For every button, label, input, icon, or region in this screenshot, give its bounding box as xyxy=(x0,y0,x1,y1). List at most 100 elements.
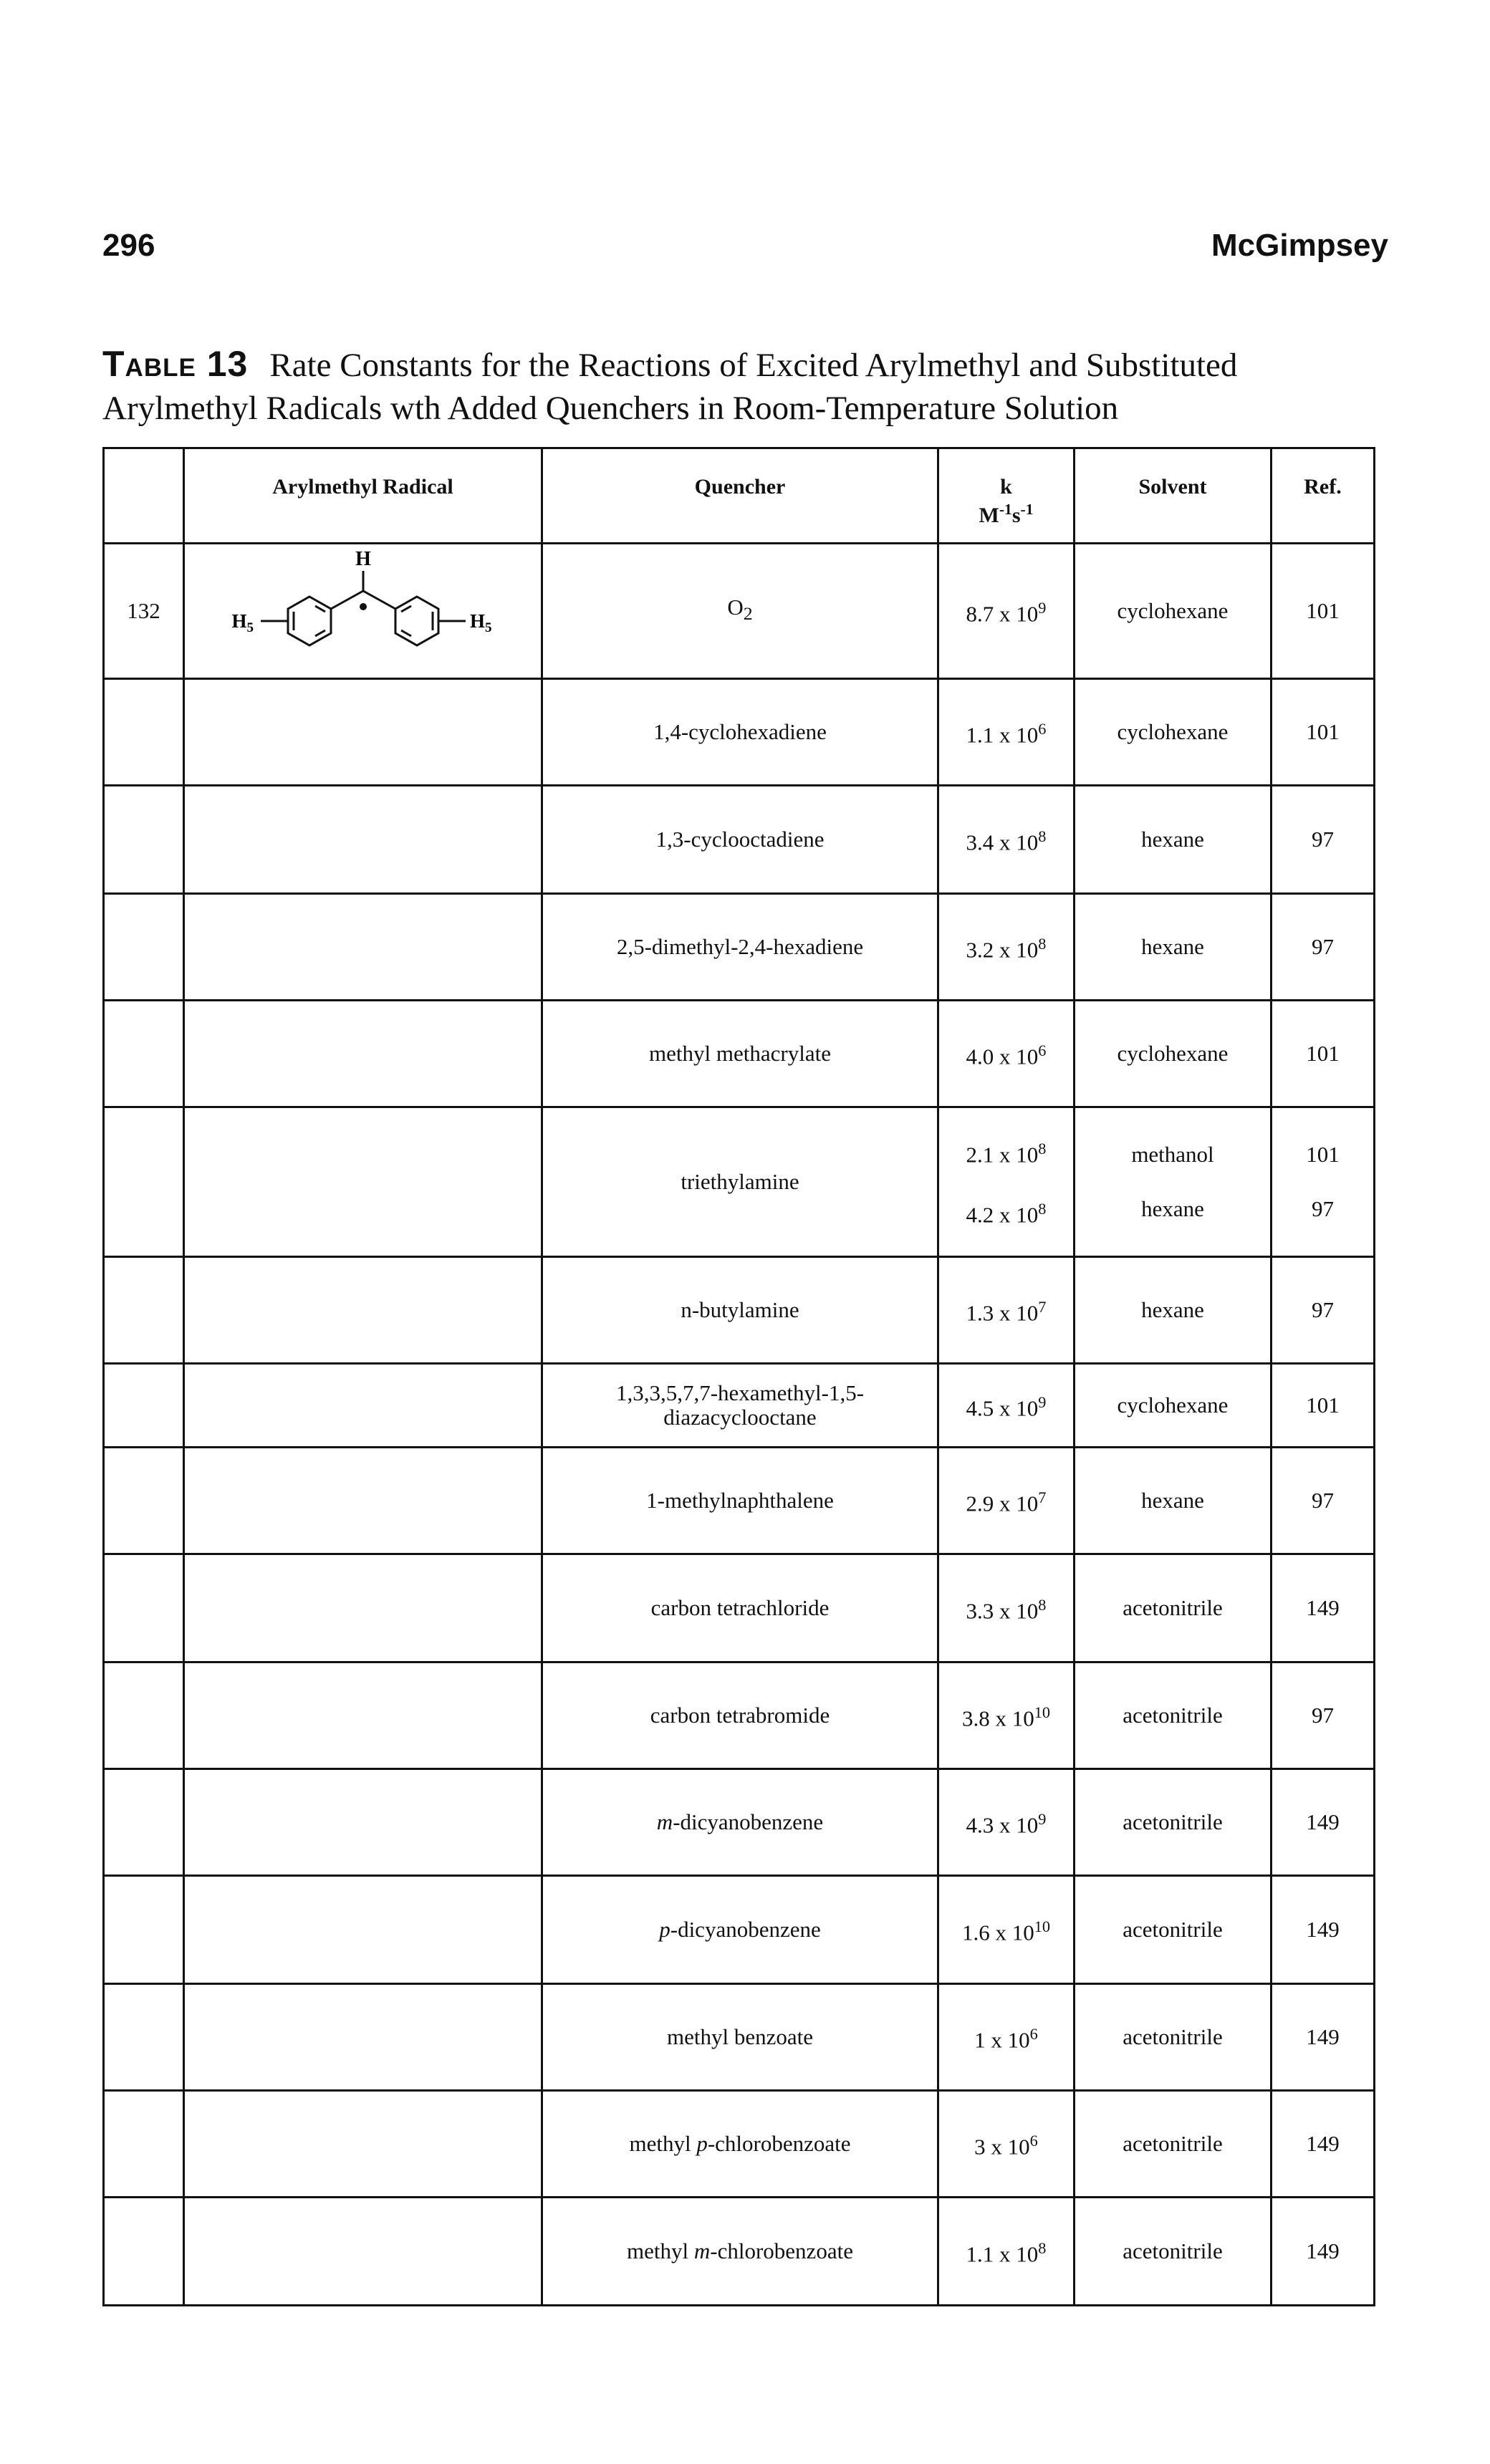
rate-constant-cell: 3.3 x 108 xyxy=(937,1553,1075,1663)
solvent: acetonitrile xyxy=(1123,1703,1223,1728)
radical-cell xyxy=(183,2089,543,2198)
rate-exponent: 6 xyxy=(1038,719,1047,738)
solvent-cell: cyclohexane xyxy=(1073,999,1272,1108)
solvent-cell: cyclohexane xyxy=(1073,1362,1272,1448)
reference: 101 xyxy=(1306,719,1340,744)
rate-exponent: 6 xyxy=(1038,1041,1047,1059)
rate-mantissa: 3.2 x 10 xyxy=(966,937,1039,963)
ref-cell: 101 xyxy=(1270,542,1375,680)
solvent: cyclohexane xyxy=(1117,1041,1229,1066)
quencher-cell: methyl m-chlorobenzoate xyxy=(541,2196,939,2306)
rate-constant: 1.1 x 106 xyxy=(945,702,1067,762)
rate-constant-cell: 4.5 x 109 xyxy=(937,1362,1075,1448)
solvent-cell: cyclohexane xyxy=(1073,678,1272,786)
quencher-cell: p-dicyanobenzene xyxy=(541,1875,939,1985)
rate-constant-cell: 1.6 x 1010 xyxy=(937,1875,1075,1985)
reference: 101 xyxy=(1306,1041,1340,1066)
rate-constant: 2.1 x 108 xyxy=(945,1122,1067,1182)
ref-cell: 101 xyxy=(1270,1362,1375,1448)
compound-number xyxy=(102,1256,185,1365)
header-k: k M-1s-1 xyxy=(937,447,1075,544)
compound-number xyxy=(102,892,185,1001)
header-radical: Arylmethyl Radical xyxy=(183,447,543,544)
solvent-cell: acetonitrile xyxy=(1073,1553,1272,1663)
compound-number xyxy=(102,1362,185,1448)
rate-constant-cell: 1.3 x 107 xyxy=(937,1256,1075,1365)
rate-constant-cell: 1.1 x 108 xyxy=(937,2196,1075,2306)
quencher-cell: methyl p-chlorobenzoate xyxy=(541,2089,939,2198)
reference: 97 xyxy=(1312,1703,1334,1728)
rate-mantissa: 4.2 x 10 xyxy=(966,1202,1039,1228)
reference: 149 xyxy=(1306,1809,1340,1834)
radical-cell xyxy=(183,999,543,1108)
solvent-cell: acetonitrile xyxy=(1073,1661,1272,1770)
rate-constant: 4.5 x 109 xyxy=(945,1375,1067,1435)
solvent: acetonitrile xyxy=(1123,1917,1223,1942)
solvent: acetonitrile xyxy=(1123,1595,1223,1620)
rate-constant: 1.6 x 1010 xyxy=(945,1900,1067,1960)
compound-number xyxy=(102,678,185,786)
rate-constant: 3.8 x 1010 xyxy=(945,1685,1067,1746)
compound-number xyxy=(102,1983,185,2092)
rate-mantissa: 4.0 x 10 xyxy=(966,1044,1039,1069)
compound-number xyxy=(102,784,185,895)
rate-constant: 1.3 x 107 xyxy=(945,1280,1067,1340)
solvent-cell: acetonitrile xyxy=(1073,2196,1272,2306)
quencher-cell: methyl methacrylate xyxy=(541,999,939,1108)
radical-cell xyxy=(183,892,543,1001)
solvent: acetonitrile xyxy=(1123,2024,1223,2049)
ref-cell: 149 xyxy=(1270,1983,1375,2092)
rate-constant-cell: 4.0 x 106 xyxy=(937,999,1075,1108)
rate-mantissa: 2.1 x 10 xyxy=(966,1142,1039,1167)
running-author: McGimpsey xyxy=(1211,228,1388,263)
quencher-cell: triethylamine xyxy=(541,1106,939,1258)
solvent: hexane xyxy=(1141,1297,1204,1322)
rate-constant-cell: 1.1 x 106 xyxy=(937,678,1075,786)
rate-constant-cell: 1 x 106 xyxy=(937,1983,1075,2092)
quencher-cell: carbon tetrachloride xyxy=(541,1553,939,1663)
compound-number xyxy=(102,1875,185,1985)
radical-cell xyxy=(183,2196,543,2306)
solvent-cell: hexane xyxy=(1073,784,1272,895)
rate-mantissa: 1 x 10 xyxy=(974,2027,1030,2053)
solvent-cell: acetonitrile xyxy=(1073,2089,1272,2198)
reference: 97 xyxy=(1312,827,1334,852)
ref-cell: 149 xyxy=(1270,1553,1375,1663)
reference: 149 xyxy=(1306,2024,1340,2049)
solvent-cell: cyclohexane xyxy=(1073,542,1272,680)
solvent: hexane xyxy=(1141,827,1204,852)
rate-exponent: 9 xyxy=(1038,1392,1047,1411)
rate-constant-cell: 3.8 x 1010 xyxy=(937,1661,1075,1770)
ref-cell: 97 xyxy=(1270,892,1375,1001)
rate-mantissa: 3.4 x 10 xyxy=(966,829,1039,855)
rate-exponent: 8 xyxy=(1038,2238,1047,2257)
radical-cell xyxy=(183,1983,543,2092)
radical-cell xyxy=(183,1446,543,1555)
radical-cell xyxy=(183,1106,543,1258)
quencher-cell: m-dicyanobenzene xyxy=(541,1768,939,1877)
reference: 101 xyxy=(1306,1142,1340,1167)
rate-exponent: 8 xyxy=(1038,1200,1047,1218)
header-solvent: Solvent xyxy=(1073,447,1272,544)
quencher-cell: carbon tetrabromide xyxy=(541,1661,939,1770)
rate-constant: 8.7 x 109 xyxy=(945,581,1067,641)
rate-mantissa: 4.5 x 10 xyxy=(966,1395,1039,1421)
rate-constant: 2.9 x 107 xyxy=(945,1471,1067,1531)
compound-number xyxy=(102,1446,185,1555)
solvent-cell: hexane xyxy=(1073,892,1272,1001)
rate-constant: 1.1 x 108 xyxy=(945,2221,1067,2281)
quencher-cell: O2 xyxy=(541,542,939,680)
rate-constant-cell: 2.9 x 107 xyxy=(937,1446,1075,1555)
solvent: cyclohexane xyxy=(1117,1392,1229,1418)
quencher-cell: 1,3,3,5,7,7-hexamethyl-1,5-diazacyclooct… xyxy=(541,1362,939,1448)
